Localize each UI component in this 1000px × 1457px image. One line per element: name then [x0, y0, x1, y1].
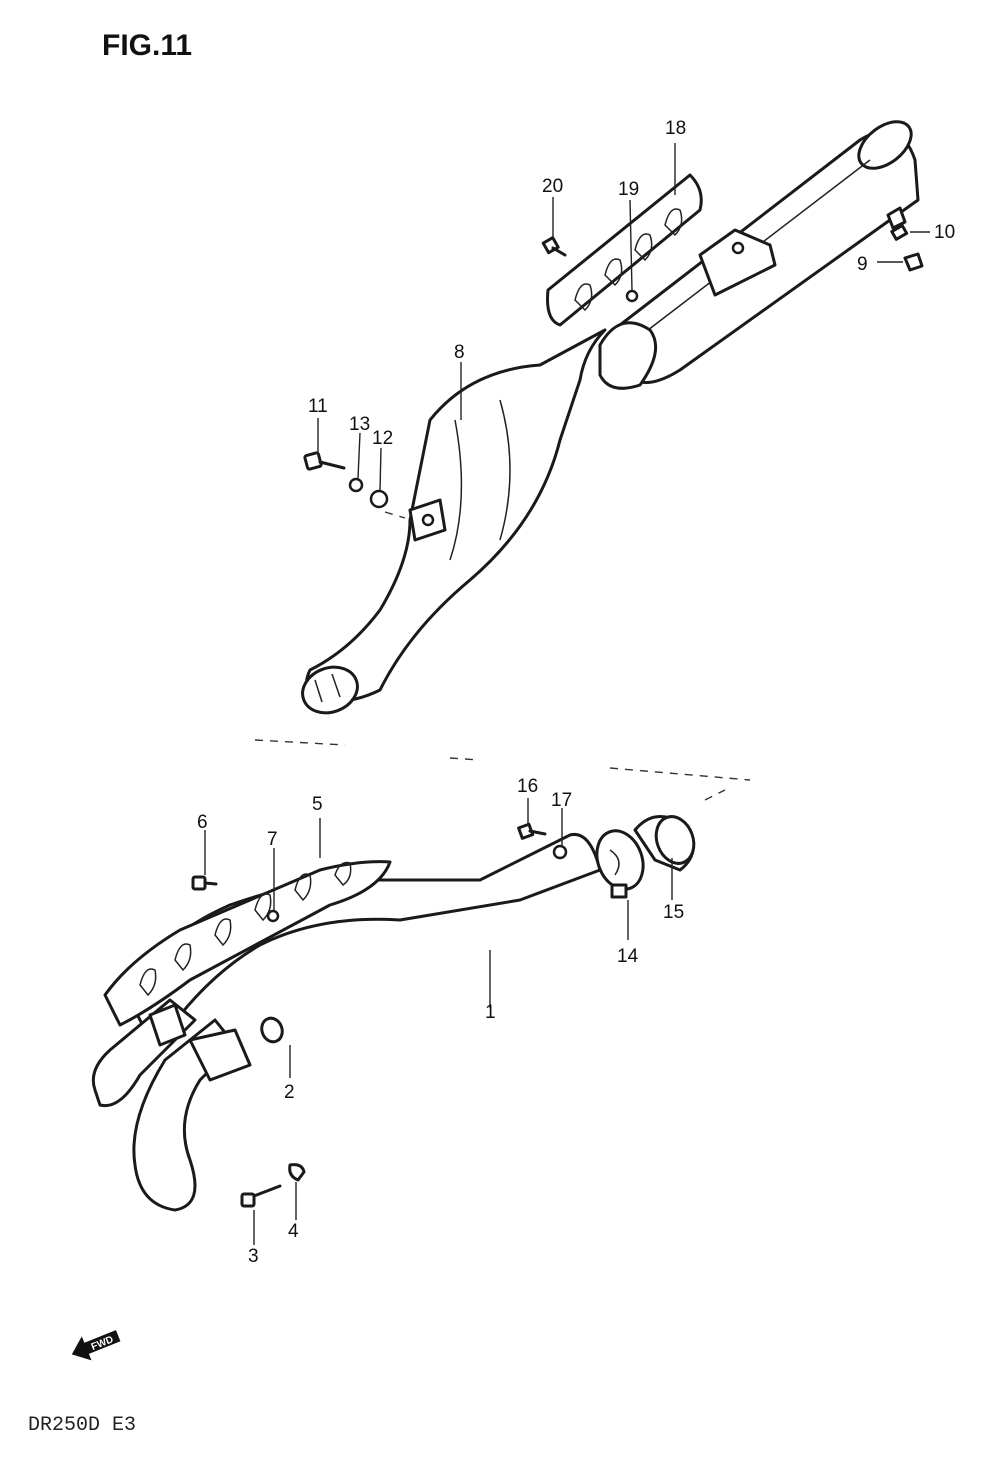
bolt-6-icon: [191, 875, 218, 891]
clamp-icon: [595, 829, 645, 899]
nut-4-icon: [288, 1163, 306, 1182]
fwd-label: FWD: [90, 1334, 115, 1353]
washer-7-icon: [266, 909, 280, 923]
callout-17: 17: [551, 790, 572, 811]
callout-9: 9: [857, 254, 868, 275]
fwd-arrow-icon: FWD: [71, 1330, 121, 1361]
muffler-heat-shield-icon: [546, 173, 703, 327]
washer-17-icon: [552, 844, 568, 860]
callout-3: 3: [248, 1246, 259, 1267]
callout-11: 11: [308, 396, 328, 417]
callout-14: 14: [617, 946, 639, 967]
nut-9-icon: [903, 252, 924, 272]
callout-6: 6: [197, 812, 208, 833]
model-code: DR250D E3: [28, 1414, 136, 1437]
leader-lines: [204, 143, 930, 1245]
callout-4: 4: [288, 1221, 299, 1242]
callout-1: 1: [485, 1002, 496, 1023]
assembly-line: [384, 511, 406, 519]
callout-16: 16: [517, 776, 538, 797]
bolt-10-icon: [890, 224, 909, 241]
callout-18: 18: [665, 118, 686, 139]
pipe-heat-shield-icon: [103, 860, 392, 1027]
bolt-16-icon: [517, 822, 547, 840]
callout-7: 7: [267, 829, 278, 850]
callout-19: 19: [618, 179, 639, 200]
bolt-3-icon: [240, 1184, 282, 1208]
exhaust-pipe-icon: [91, 832, 602, 1212]
bolt-20-icon: [541, 236, 567, 257]
assembly-line: [254, 739, 751, 781]
assembly-line: [704, 789, 726, 801]
callout-15: 15: [663, 902, 684, 923]
callout-10: 10: [934, 222, 955, 243]
callout-8: 8: [454, 342, 465, 363]
figure-title: FIG.11: [102, 29, 192, 62]
callout-13: 13: [349, 414, 370, 435]
callout-2: 2: [284, 1082, 295, 1103]
washer-13-icon: [348, 477, 364, 493]
muffler-icon: [598, 120, 920, 390]
callout-20: 20: [542, 176, 563, 197]
sleeve-icon: [633, 815, 696, 872]
muffler-body: [301, 328, 607, 715]
callout-12: 12: [372, 428, 393, 449]
bolt-11-icon: [303, 451, 346, 471]
washer-19-icon: [625, 289, 639, 303]
washer-12-icon: [369, 489, 389, 509]
callout-5: 5: [312, 794, 323, 815]
